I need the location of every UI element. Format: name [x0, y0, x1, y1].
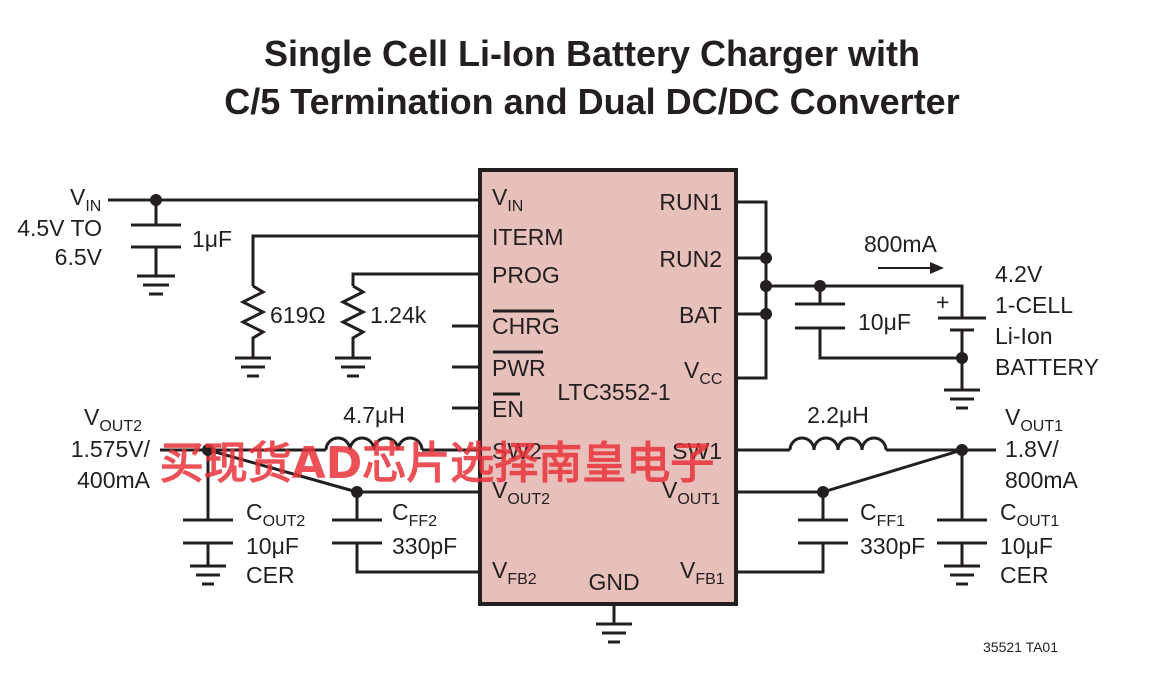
pin-pwr: PWR	[492, 355, 546, 381]
pin-en: EN	[492, 396, 524, 422]
cout1-type: CER	[1000, 562, 1049, 588]
charge-current: 800mA	[864, 231, 938, 257]
pin-gnd: GND	[588, 569, 639, 595]
ground-symbol-ic	[596, 622, 632, 644]
cout2-label: COUT2	[246, 499, 305, 530]
charge-arrow	[878, 262, 944, 274]
bat-capacitor	[795, 286, 962, 360]
vin-cap-value: 1μF	[192, 226, 232, 252]
bat-cap-value: 10μF	[858, 309, 911, 335]
pin-sw1: SW1	[672, 438, 722, 464]
battery-wire	[766, 284, 964, 318]
vin-capacitor	[131, 200, 181, 276]
ground-symbol-iterm	[235, 356, 271, 378]
watermark-text: 买现货AD芯片选择南皇电子	[160, 438, 715, 489]
pin-vcc: VCC	[684, 357, 722, 388]
pin-vfb1: VFB1	[680, 557, 725, 588]
ground-symbol-battery	[944, 388, 980, 410]
vin-range-line1: 4.5V TO	[17, 215, 102, 241]
bat-junction	[760, 308, 772, 320]
vout2-current: 400mA	[77, 467, 151, 493]
pin-vout1: VOUT1	[662, 477, 720, 508]
cout1-capacitor	[937, 450, 987, 566]
cff1-label: CFF1	[860, 499, 905, 530]
pin-iterm: ITERM	[492, 224, 564, 250]
battery-label-2: 1-CELL	[995, 292, 1073, 318]
pin-prog: PROG	[492, 262, 560, 288]
pin-run2: RUN2	[659, 246, 722, 272]
inductor-l2	[324, 436, 424, 451]
cff2-label: CFF2	[392, 499, 437, 530]
cout2-value: 10μF	[246, 533, 299, 559]
vout1-label: VOUT1	[1005, 404, 1063, 435]
cout1-value: 10μF	[1000, 533, 1053, 559]
iterm-wire	[251, 234, 480, 286]
battery-label-3: Li-Ion	[995, 323, 1053, 349]
vout2-voltage: 1.575V/	[71, 436, 151, 462]
vout1-feedback-diagonal	[822, 448, 963, 494]
ic-part-number: LTC3552-1	[557, 379, 670, 405]
figure-code: 35521 TA01	[983, 639, 1058, 655]
cff1-capacitor	[736, 492, 848, 574]
cout2-capacitor	[183, 450, 233, 566]
iterm-resistor-value: 619Ω	[270, 302, 326, 328]
vout1-voltage: 1.8V/	[1005, 436, 1059, 462]
title-line-2: C/5 Termination and Dual DC/DC Converter	[224, 81, 959, 122]
cff2-capacitor	[332, 492, 480, 574]
ground-symbol-prog	[335, 356, 371, 378]
pin-chrg: CHRG	[492, 313, 560, 339]
vout2-label: VOUT2	[84, 404, 142, 435]
battery-label-4: BATTERY	[995, 354, 1099, 380]
title-line-1: Single Cell Li-Ion Battery Charger with	[264, 33, 920, 74]
prog-resistor-value: 1.24k	[370, 302, 427, 328]
prog-wire	[351, 272, 480, 286]
cff2-value: 330pF	[392, 533, 457, 559]
ic-body	[478, 168, 738, 606]
inductor-l2-value: 4.7μH	[343, 402, 405, 428]
pin-vout2: VOUT2	[492, 477, 550, 508]
ground-symbol-cout2	[190, 564, 226, 586]
inductor-l1-value: 2.2μH	[807, 402, 869, 428]
vout1-current: 800mA	[1005, 467, 1079, 493]
cff1-value: 330pF	[860, 533, 925, 559]
vout2-feedback-diagonal	[207, 448, 358, 494]
pin-run1: RUN1	[659, 189, 722, 215]
prog-resistor	[339, 284, 367, 358]
vin-label: VIN	[70, 184, 101, 215]
pin-vin: VIN	[492, 184, 523, 215]
iterm-resistor	[239, 284, 267, 358]
ground-symbol-vin	[137, 274, 175, 296]
battery-label-1: 4.2V	[995, 261, 1043, 287]
battery-neg-junction	[956, 352, 968, 364]
pin-bat: BAT	[679, 302, 722, 328]
battery-plus: +	[936, 289, 949, 315]
ground-symbol-cout1	[944, 564, 980, 586]
run1-wire	[736, 200, 768, 380]
cout1-label: COUT1	[1000, 499, 1059, 530]
run2-junction	[760, 252, 772, 264]
cout2-type: CER	[246, 562, 295, 588]
inductor-l1	[788, 436, 888, 451]
pin-vfb2: VFB2	[492, 557, 537, 588]
vin-range-line2: 6.5V	[55, 244, 103, 270]
pin-sw2: SW2	[492, 438, 542, 464]
